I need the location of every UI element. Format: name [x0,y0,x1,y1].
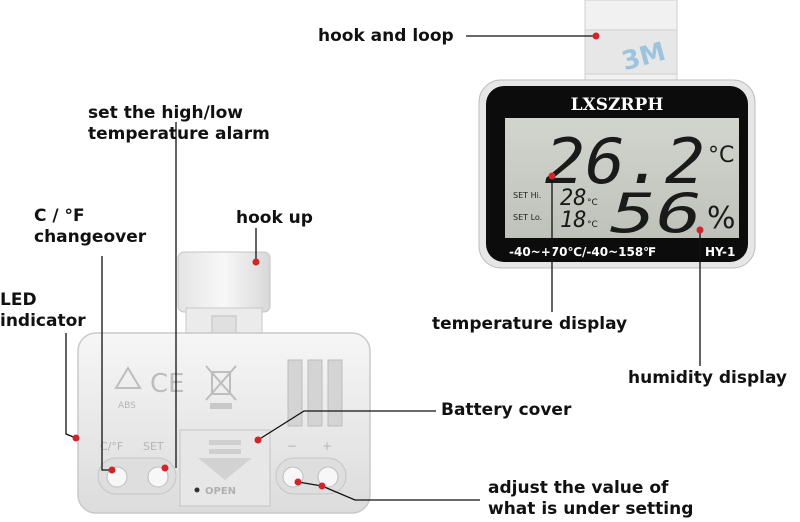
front-device: 3M LXSZRPH 26.2 °C SET Hi. SET Lo. 28 °C… [478,0,756,269]
range-text: -40~+70℃/-40~158℉ [509,245,656,259]
dot-minus [294,478,302,486]
humidity-reading: 56 [610,182,702,245]
dot-set [161,464,169,472]
cf-key-label: C/°F [100,440,123,453]
set-lo-label: SET Lo. [513,213,542,222]
hook-and-loop-label: hook and loop [318,26,454,46]
cf-label-line1: C / °F [34,206,85,226]
callout-line-adjust-minus [297,481,323,487]
set-hi-unit: °C [587,198,598,208]
dot-battery [254,436,262,444]
set-alarm-label-line1: set the high/low [88,103,243,123]
brand-name: LXSZRPH [571,95,664,115]
model-text: HY-1 [705,245,735,259]
humidity-display-label: humidity display [628,368,788,388]
temperature-reading: 26.2 [545,125,705,198]
dot-temperature [548,172,556,180]
led-indicator-label: LED indicator [0,290,86,332]
set-lo-value: 18 [560,208,587,233]
plus-button[interactable] [317,466,339,488]
recycle-icon: ABS [114,366,142,411]
temperature-unit: °C [708,143,734,168]
set-button[interactable] [147,466,169,488]
battery-latch-hole [194,487,200,493]
pointer-dots [72,32,704,490]
callout-line-adjust [321,485,480,501]
adjust-label-line1: adjust the value of [488,478,669,498]
set-hi-value: 28 [560,186,587,211]
dot-plus [318,482,326,490]
dot-hook-and-loop [592,32,600,40]
minus-key-label: − [287,439,297,453]
led-label-line1: LED [0,290,37,310]
callout-line-led [65,333,77,439]
hook-up-label: hook up [236,208,313,228]
set-hi-label: SET Hi. [513,191,541,200]
open-text: OPEN [205,486,236,497]
back-device: ABS CE OPEN C/°F SET − + [77,251,371,514]
dot-led [72,434,80,442]
set-lo-unit: °C [587,220,598,230]
battery-cover-label: Battery cover [441,400,572,420]
cf-changeover-label: C / °F changeover [34,206,146,248]
adjust-value-label: adjust the value of what is under settin… [488,478,693,520]
humidity-unit: % [707,201,736,236]
set-alarm-label-line2: temperature alarm [88,124,270,144]
battery-arrow-icon [198,440,252,480]
led-label-line2: indicator [0,311,86,331]
set-alarm-label: set the high/low temperature alarm [88,103,270,145]
lcd-screen [505,118,739,238]
temperature-display-label: temperature display [432,314,628,334]
adjust-label-line2: what is under setting [488,499,694,519]
velcro-strap-fold [584,29,678,75]
dot-humidity [696,226,704,234]
callout-line-battery [257,410,436,441]
abs-text: ABS [118,401,136,411]
weee-bin-icon [205,365,237,409]
dot-cf [108,466,116,474]
vent-grille [287,359,343,427]
dot-hook-up [252,258,260,266]
plus-key-label: + [322,439,332,453]
set-key-label: SET [143,440,164,453]
cf-label-line2: changeover [34,227,147,247]
ce-mark: CE [150,369,185,399]
